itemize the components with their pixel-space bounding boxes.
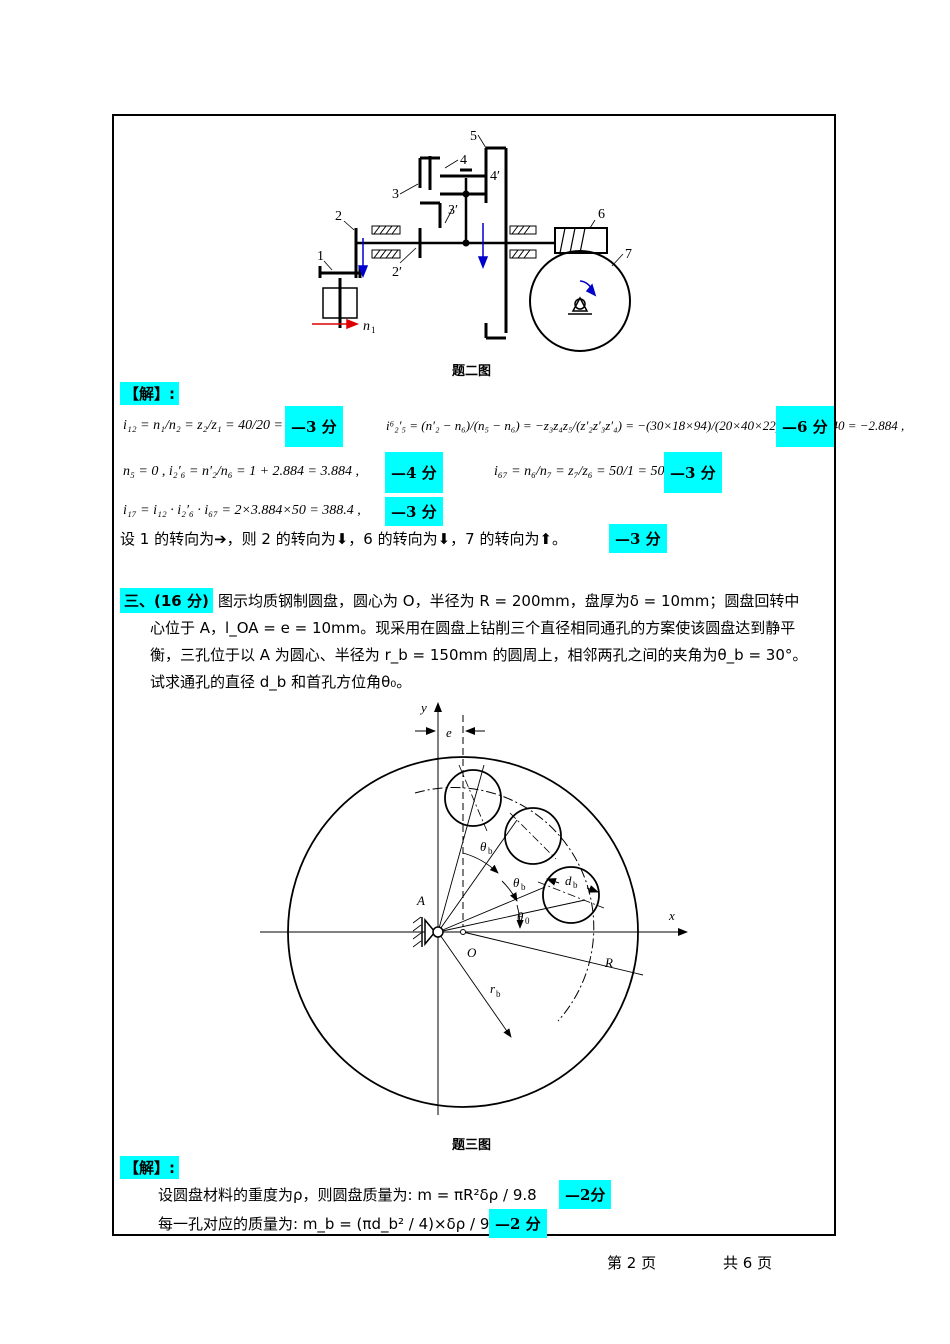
label-gear-4p: 4′ bbox=[490, 169, 500, 184]
label-theta-b-1-sub: b bbox=[488, 846, 493, 856]
label-rb-sub: b bbox=[496, 989, 501, 999]
label-db: d bbox=[565, 873, 572, 888]
q3-line-4: 试求通孔的直径 d_b 和首孔方位角θ₀。 bbox=[150, 673, 412, 691]
label-theta-0-sub: 0 bbox=[525, 916, 530, 926]
sol2-score-1: —3 分 bbox=[285, 406, 343, 447]
sol3-header: 【解】: bbox=[120, 1156, 179, 1179]
fig2-caption: 题二图 bbox=[452, 364, 492, 379]
sol2-header: 【解】: bbox=[120, 382, 179, 405]
sol3-score-2: —2 分 bbox=[489, 1209, 547, 1238]
q3-line-3: 衡，三孔位于以 A 为圆心、半径为 r_b = 150mm 的圆周上，相邻两孔之… bbox=[150, 646, 808, 664]
label-axis-x: x bbox=[668, 908, 675, 923]
label-rb: r bbox=[490, 981, 496, 996]
sol2-score-3: —4 分 bbox=[385, 452, 443, 493]
sol2-eq-i67: i₆₇ = n₆/n₇ = z₇/z₆ = 50/1 = 50 , bbox=[494, 464, 672, 479]
label-gear-4: 4 bbox=[460, 153, 467, 168]
label-A: A bbox=[416, 893, 425, 908]
sol2-score-5: —3 分 bbox=[385, 497, 443, 526]
label-gear-6: 6 bbox=[598, 207, 605, 222]
label-axis-y: y bbox=[419, 700, 427, 715]
sol3-score-1: —2分 bbox=[559, 1180, 612, 1209]
q3-label: 三、(16 分) bbox=[120, 588, 213, 613]
label-gear-3p: 3′ bbox=[448, 203, 458, 218]
q3-line-2: 心位于 A，l_OA = e = 10mm。现采用在圆盘上钻削三个直径相同通孔的… bbox=[150, 619, 796, 637]
sol2-direction: 设 1 的转向为➔，则 2 的转向为⬇，6 的转向为⬇，7 的转向为⬆。 bbox=[120, 530, 568, 548]
label-theta-b-2: θ bbox=[513, 875, 520, 890]
label-theta-b-2-sub: b bbox=[521, 882, 526, 892]
label-gear-2p: 2′ bbox=[392, 265, 402, 280]
sol2-score-6: —3 分 bbox=[609, 524, 667, 553]
label-gear-3: 3 bbox=[392, 187, 399, 202]
sol2-eq-i12: i₁₂ = n₁/n₂ = z₂/z₁ = 40/20 = 2 , bbox=[123, 418, 301, 433]
label-n1-sub: 1 bbox=[371, 325, 376, 335]
label-n1: n bbox=[363, 319, 370, 334]
label-R: R bbox=[604, 955, 613, 970]
page-frame bbox=[112, 114, 836, 1236]
sol2-eq-i17: i₁₇ = i₁₂ · i₂′₆ · i₆₇ = 2×3.884×50 = 38… bbox=[123, 503, 361, 518]
label-theta-0: θ bbox=[517, 909, 524, 924]
footer-total-pages: 共 6 页 bbox=[723, 1254, 773, 1272]
sol2-eq-i2p6: n₅ = 0 , i₂′₆ = n′₂/n₆ = 1 + 2.884 = 3.8… bbox=[123, 464, 359, 479]
label-e: e bbox=[446, 725, 452, 740]
gear-train-diagram: 1 2 2′ 3 3′ 4 4′ 5 6 7 n 1 bbox=[312, 129, 632, 352]
label-O: O bbox=[467, 945, 477, 960]
sol2-score-4: —3 分 bbox=[664, 452, 722, 493]
sol2-score-2: —6 分 bbox=[776, 406, 834, 447]
q3-line-1: 图示均质钢制圆盘，圆心为 O，半径为 R = 200mm，盘厚为δ = 10mm… bbox=[218, 592, 800, 610]
label-gear-1: 1 bbox=[317, 249, 324, 264]
sol3-line-1: 设圆盘材料的重度为ρ，则圆盘质量为: m = πR²δρ / 9.8 bbox=[158, 1186, 537, 1204]
disc-diagram: y x e A O R r b θ b θ b θ 0 d b bbox=[260, 700, 688, 1115]
label-gear-5: 5 bbox=[470, 129, 477, 144]
label-theta-b-1: θ bbox=[480, 839, 487, 854]
label-gear-7: 7 bbox=[625, 247, 632, 262]
footer-page-number: 第 2 页 bbox=[607, 1254, 657, 1272]
sol2-eq-i2p5: i⁶₂′₅ = (n′₂ − n₆)/(n₅ − n₆) = −z₃z₄z₅/(… bbox=[386, 418, 905, 433]
label-db-sub: b bbox=[573, 880, 578, 890]
fig3-caption: 题三图 bbox=[452, 1138, 492, 1153]
sol3-line-2: 每一孔对应的质量为: m_b = (πd_b² / 4)×δρ / 9.8) bbox=[158, 1215, 510, 1233]
label-gear-2: 2 bbox=[335, 209, 342, 224]
